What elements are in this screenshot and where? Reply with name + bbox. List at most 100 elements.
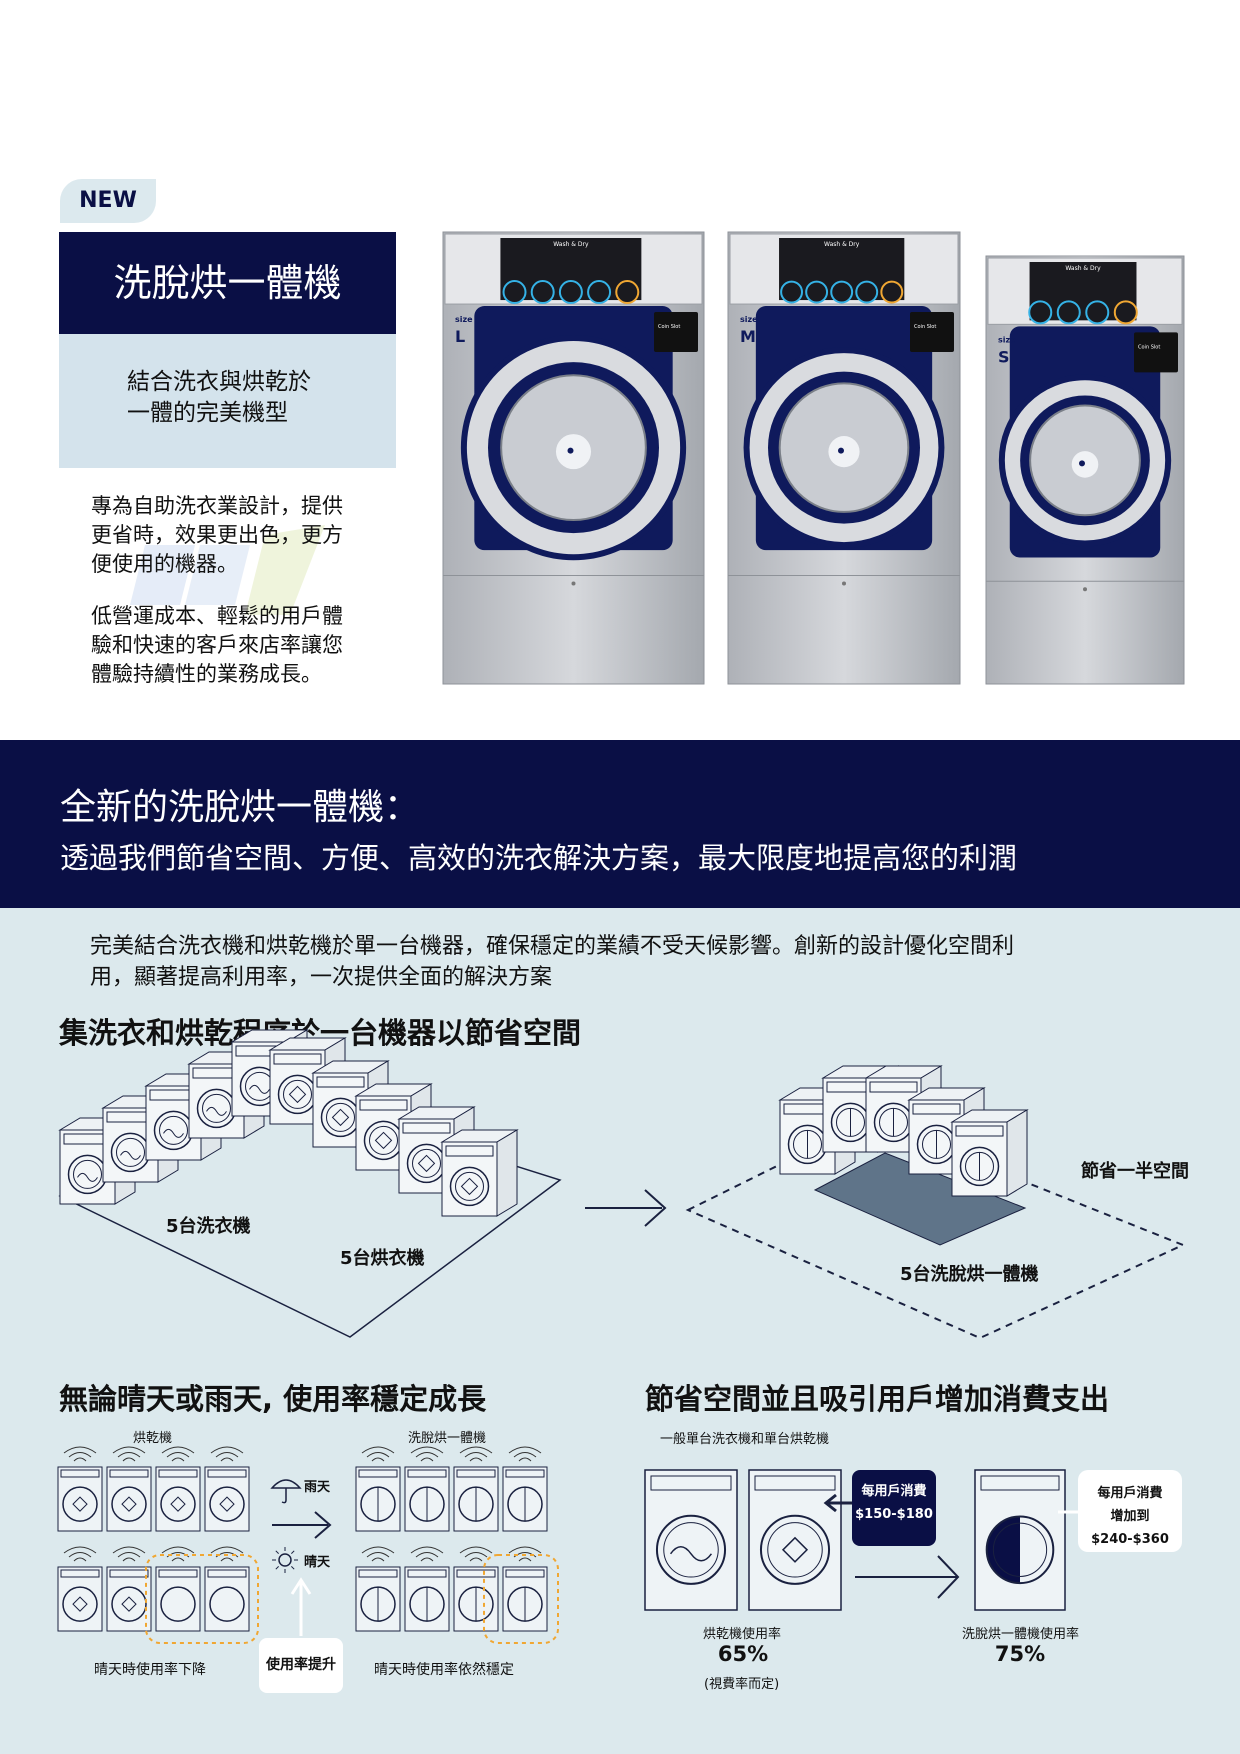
sun-icon (278, 1553, 292, 1567)
dry-icon (72, 1596, 88, 1612)
program-button (1085, 300, 1110, 325)
machine-panel (650, 1475, 732, 1491)
wash-icon (120, 1150, 141, 1160)
intro-line: 完美結合洗衣機和烘乾機於單一台機器，確保穩定的業績不受天候影響。創新的設計優化空… (90, 934, 1015, 959)
weather-arrow-head (314, 1511, 332, 1539)
dry-icon (374, 1131, 393, 1150)
machine-door (160, 1586, 196, 1622)
machine-panel (505, 1469, 545, 1478)
sun-ray (275, 1550, 279, 1554)
cube-panel (273, 1053, 322, 1065)
coin-box (1134, 332, 1178, 373)
size-letter: M (740, 327, 756, 346)
machine-icon (57, 1466, 103, 1532)
combo-usage-label: 洗脫烘一體機使用率 (962, 1627, 1080, 1642)
cube-panel (912, 1103, 961, 1115)
spend-arrow-head (823, 1493, 837, 1513)
machine-panel (456, 1469, 496, 1478)
dry-icon (288, 1085, 307, 1104)
signal-wave (464, 1552, 488, 1558)
size-label: size (998, 335, 1016, 344)
program-button (530, 280, 555, 305)
machine-door (655, 1514, 727, 1585)
signal-wave (361, 1446, 395, 1454)
machine-panel (109, 1469, 149, 1478)
intro-line: 用，顯著提高利用率，一次提供全面的解決方案 (90, 965, 553, 990)
door-logo (828, 436, 860, 468)
machine-door-inner (663, 1522, 719, 1578)
combo-machines-group (685, 1065, 1186, 1340)
signal-wave (117, 1452, 141, 1458)
program-button (502, 280, 527, 305)
combo-machines-label: 5台洗脫烘一體機 (900, 1264, 1039, 1285)
program-button (1113, 300, 1138, 325)
machine-door (62, 1486, 98, 1522)
program-button (615, 280, 640, 305)
signal-wave (410, 1446, 444, 1454)
signal-wave (415, 1552, 439, 1558)
description-paragraph-2: 低營運成本、輕鬆的用戶體 驗和快速的客戶來店率讓您 體驗持續性的業務成長。 (91, 602, 343, 689)
machine-icon (155, 1566, 201, 1632)
signal-wave (410, 1546, 444, 1554)
wash-icon (163, 1128, 184, 1138)
signal-wave (513, 1452, 537, 1458)
dry-icon (417, 1154, 436, 1173)
sun-ray (291, 1566, 295, 1570)
program-button (805, 280, 829, 304)
program-button (1028, 300, 1053, 325)
program-button (587, 280, 612, 305)
usage-stable-label: 晴天時使用率依然穩定 (374, 1662, 514, 1678)
dryer-usage-value: 65% (717, 1642, 769, 1666)
machine-door-inner (767, 1522, 823, 1578)
signal-wave (420, 1557, 434, 1562)
umbrella-icon (270, 1479, 302, 1489)
sun-ray (275, 1566, 279, 1570)
compare-arrow-head (937, 1555, 960, 1599)
signal-wave (469, 1557, 483, 1562)
combo-door-half (986, 1516, 1020, 1584)
size-label: size (455, 315, 473, 324)
machine-door (209, 1586, 245, 1622)
cube-panel (955, 1125, 1004, 1137)
sun-ray (291, 1550, 295, 1554)
machine-panel (358, 1569, 398, 1578)
machine-panel (754, 1475, 836, 1491)
spend-callout-combo: 每用戶消費 增加到 $240-$360 (1078, 1470, 1182, 1552)
dryer-usage-note: (視費率而定) (704, 1677, 780, 1692)
cube-door-inner (412, 1148, 441, 1178)
machine-outline (748, 1469, 842, 1611)
signal-wave (361, 1546, 395, 1554)
signal-wave (73, 1557, 87, 1562)
busy-highlight (483, 1554, 559, 1644)
dry-icon (170, 1496, 186, 1512)
machine-door (160, 1486, 196, 1522)
umbrella-handle (281, 1488, 287, 1504)
signal-wave (220, 1457, 234, 1462)
description-line: 驗和快速的客戶來店率讓您 (91, 633, 343, 657)
door-logo-mark (567, 447, 574, 454)
description-line: 更省時，效果更出色，更方 (91, 523, 343, 547)
banner-heading: 全新的洗脫烘一體機： (60, 787, 421, 828)
machine-panel (109, 1569, 149, 1578)
boost-arrow-head (290, 1577, 312, 1595)
signal-wave (420, 1457, 434, 1462)
signal-wave (366, 1552, 390, 1558)
usage-boost-label: 使用率提升 (259, 1638, 343, 1693)
watermark-logo (130, 525, 325, 615)
cube-door-inner (73, 1159, 102, 1189)
machine-icon (204, 1566, 250, 1632)
signal-wave (171, 1457, 185, 1462)
signal-wave (73, 1457, 87, 1462)
signal-wave (469, 1457, 483, 1462)
dry-icon (460, 1177, 479, 1196)
combo-usage-value: 75% (994, 1642, 1046, 1666)
subtitle-line: 一體的完美機型 (127, 400, 288, 426)
size-letter: S (998, 347, 1010, 366)
machine-panel (407, 1569, 447, 1578)
signal-wave (459, 1546, 493, 1554)
cube-door-inner (455, 1171, 484, 1201)
product-subtitle: 結合洗衣與烘乾於 一體的完美機型 (59, 334, 396, 468)
